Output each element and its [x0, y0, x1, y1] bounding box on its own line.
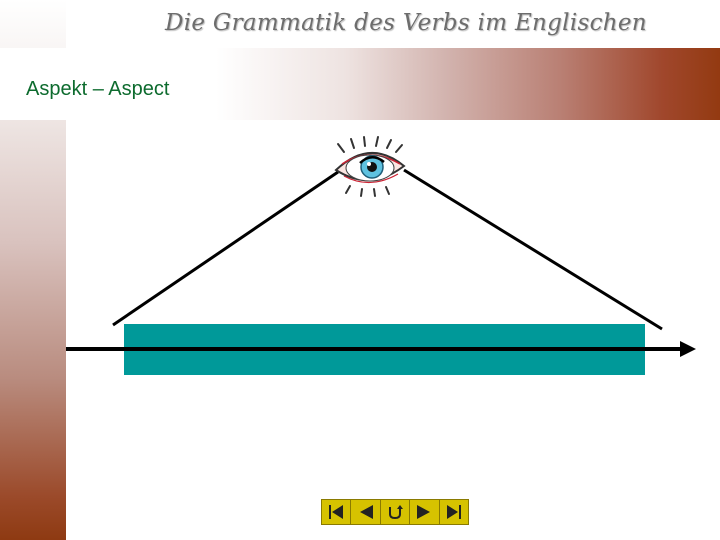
skip-first-icon [329, 505, 344, 519]
view-line-right [403, 168, 663, 331]
return-arrow-icon [389, 505, 404, 520]
first-slide-button[interactable] [322, 500, 352, 524]
slide-subtitle: Aspekt – Aspect [26, 78, 170, 100]
slide-navigation [321, 499, 469, 525]
view-line-left [112, 170, 339, 327]
previous-slide-button[interactable] [351, 500, 381, 524]
timeline-arrow [66, 341, 696, 357]
eye-icon [334, 136, 406, 197]
page-title: Die Grammatik des Verbs im Englischen [165, 10, 647, 36]
last-slide-button[interactable] [439, 500, 469, 524]
next-slide-button[interactable] [410, 500, 440, 524]
triangle-left-icon [359, 505, 373, 519]
return-button[interactable] [380, 500, 411, 524]
skip-last-icon [446, 505, 461, 519]
header-gradient-band [0, 48, 720, 120]
triangle-right-icon [417, 505, 431, 519]
